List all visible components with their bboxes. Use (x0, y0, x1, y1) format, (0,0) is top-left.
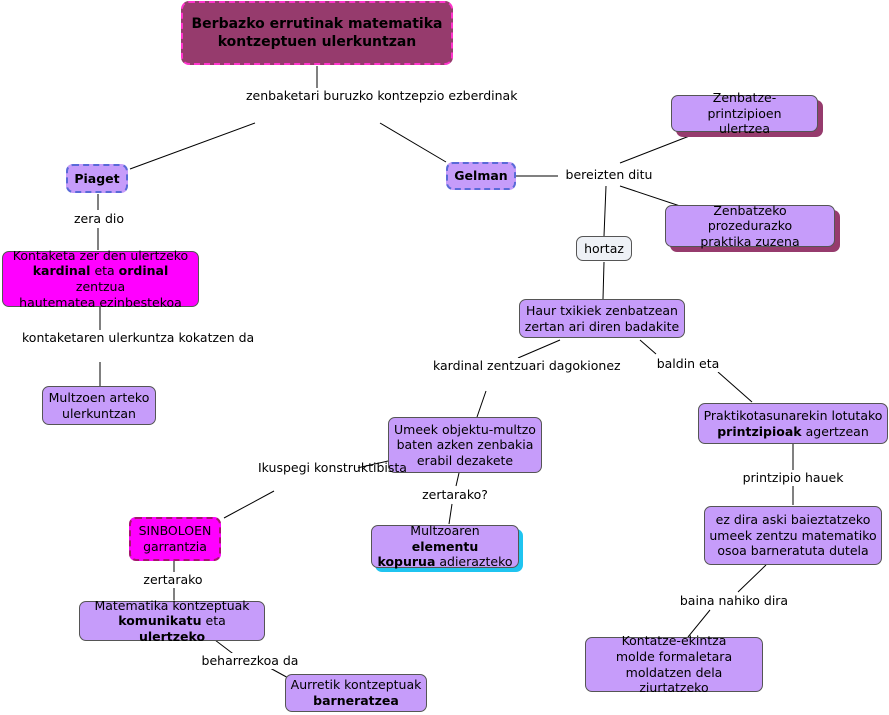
link-label-zenbaketari: zenbaketari buruzko kontzepzio ezberdina… (246, 88, 518, 105)
gelman-node[interactable]: Gelman (446, 162, 516, 190)
title-line-1: Berbazko errutinak matematika (191, 15, 443, 32)
piaget-label: Piaget (74, 170, 120, 186)
sinboloen-node[interactable]: SINBOLOEN garrantzia (129, 517, 221, 561)
link-label-zera-dio: zera dio (70, 211, 128, 228)
multzoen-node[interactable]: Multzoen arteko ulerkuntzan (42, 386, 156, 425)
link-label-beharrezkoa: beharrezkoa da (200, 653, 300, 670)
link-label-baldin: baldin eta (652, 356, 724, 373)
link-label-baina: baina nahiko dira (678, 593, 790, 610)
gelman-label: Gelman (454, 168, 508, 184)
link-label-printzipio-hauek: printzipio hauek (740, 470, 846, 487)
auretik-node[interactable]: Aurretik kontzeptuak barneratzea (285, 674, 427, 712)
ez-dira-node[interactable]: ez dira aski baieztatzeko umeek zentzu m… (704, 506, 882, 565)
title-line-2: kontzeptuen ulerkuntzan (217, 34, 417, 50)
kontaketa-node[interactable]: Kontaketa zer den ulertzeko kardinal eta… (2, 248, 199, 310)
hortaz-node[interactable]: hortaz (576, 236, 632, 261)
title-node[interactable]: Berbazko errutinak matematika kontzeptue… (181, 1, 453, 65)
praktikotasuna-node[interactable]: Praktikotasunarekin lotutako printzipioa… (698, 403, 888, 444)
link-label-ikuspegi: Ikuspegi konstruktibista (258, 460, 407, 477)
umeek-node[interactable]: Umeek objektu-multzo baten azken zenbaki… (388, 417, 542, 473)
link-label-kontaketaren: kontaketaren ulerkuntza kokatzen da (22, 330, 255, 347)
link-label-kardinal: kardinal zentzuari dagokionez (433, 358, 621, 375)
matematika-node[interactable]: Matematika kontzeptuak komunikatu eta ul… (79, 598, 265, 644)
kontatze-node[interactable]: Kontatze-ekintza molde formaletara molda… (585, 633, 763, 695)
link-label-zertarako-q: zertarako? (418, 487, 492, 504)
link-label-zertarako: zertarako (140, 572, 206, 589)
printzipio-node[interactable]: Zenbatze-printzipioen ulertzea (671, 90, 818, 136)
link-label-bereizten: bereizten ditu (558, 167, 660, 184)
haur-node[interactable]: Haur txikiek zenbatzean zertan ari diren… (519, 299, 685, 338)
piaget-node[interactable]: Piaget (66, 164, 128, 193)
prozedura-node[interactable]: Zenbatzeko prozedurazko praktika zuzena (665, 203, 835, 249)
multzoaren-node[interactable]: Multzoaren elementu kopurua adierazteko (371, 523, 519, 569)
